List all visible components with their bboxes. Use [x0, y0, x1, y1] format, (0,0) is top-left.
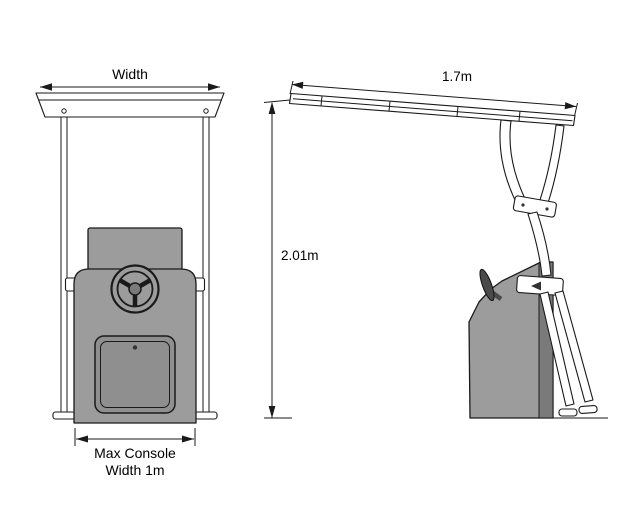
aft-leg-foot — [558, 408, 578, 417]
width-label: Width — [112, 66, 148, 82]
frame-mid-tube — [527, 211, 552, 277]
steering-wheel-hub — [128, 282, 142, 296]
canopy-front — [35, 92, 225, 118]
console-width-dimension: Max Console Width 1m — [74, 428, 196, 478]
canopy-rib-line — [320, 95, 323, 106]
console-width-arrow-left — [76, 435, 88, 443]
length-arrow-left — [292, 81, 304, 89]
console-door-panel — [94, 335, 176, 414]
canopy-length-label: 1.7m — [442, 69, 472, 84]
canopy-rib-line — [456, 106, 459, 117]
canopy-front-outline — [35, 92, 225, 118]
side-view: 2.01m 1.7m — [263, 69, 608, 419]
aft-leg-front — [539, 291, 575, 407]
length-arrow-right — [564, 102, 576, 110]
right-leg-foot — [194, 411, 218, 420]
length-ext-right — [574, 102, 578, 117]
bracket-arrow-mark — [531, 281, 541, 291]
console-door — [94, 335, 176, 414]
frame-rear-strut — [539, 124, 565, 204]
height-arrow-top — [268, 102, 276, 114]
console-front — [73, 227, 197, 424]
bracket-bolt — [545, 207, 549, 211]
bracket-bolt — [521, 203, 525, 207]
length-dimension-line — [291, 84, 577, 107]
frame-front-tube — [499, 119, 530, 211]
console-door-inner-line — [100, 341, 170, 408]
canopy-side — [288, 92, 576, 127]
canopy-rib-line — [518, 111, 521, 122]
steering-wheel-front — [110, 264, 160, 314]
canopy-right-fitting — [203, 108, 209, 114]
height-ext-top — [263, 99, 291, 103]
ttop-frame-side — [499, 119, 608, 419]
console-width-arrow-right — [182, 435, 194, 443]
console-head-unit — [87, 227, 183, 271]
canopy-left-fitting — [61, 108, 67, 114]
width-dimension: Width — [40, 66, 220, 91]
height-label: 2.01m — [281, 248, 319, 263]
aft-leg-foot — [578, 405, 598, 414]
console-width-label-line2: Width 1m — [105, 462, 164, 478]
canopy-side-frame-line — [292, 98, 573, 122]
length-ext-left — [289, 80, 294, 95]
steering-wheel-side — [479, 268, 503, 302]
console-width-label-line1: Max Console — [94, 445, 176, 461]
left-leg-foot — [52, 411, 76, 420]
front-view: Width — [35, 66, 225, 478]
length-dimension: 1.7m — [289, 69, 578, 117]
canopy-rib-line — [388, 101, 391, 112]
ttop-legs-front — [52, 117, 218, 420]
width-arrow-left — [40, 83, 52, 91]
height-dimension: 2.01m — [263, 99, 319, 419]
height-arrow-bottom — [268, 406, 276, 418]
width-arrow-right — [208, 83, 220, 91]
console-door-latch — [132, 345, 138, 350]
steering-wheel-side-profile — [479, 268, 495, 302]
aft-leg-rear — [554, 290, 594, 403]
